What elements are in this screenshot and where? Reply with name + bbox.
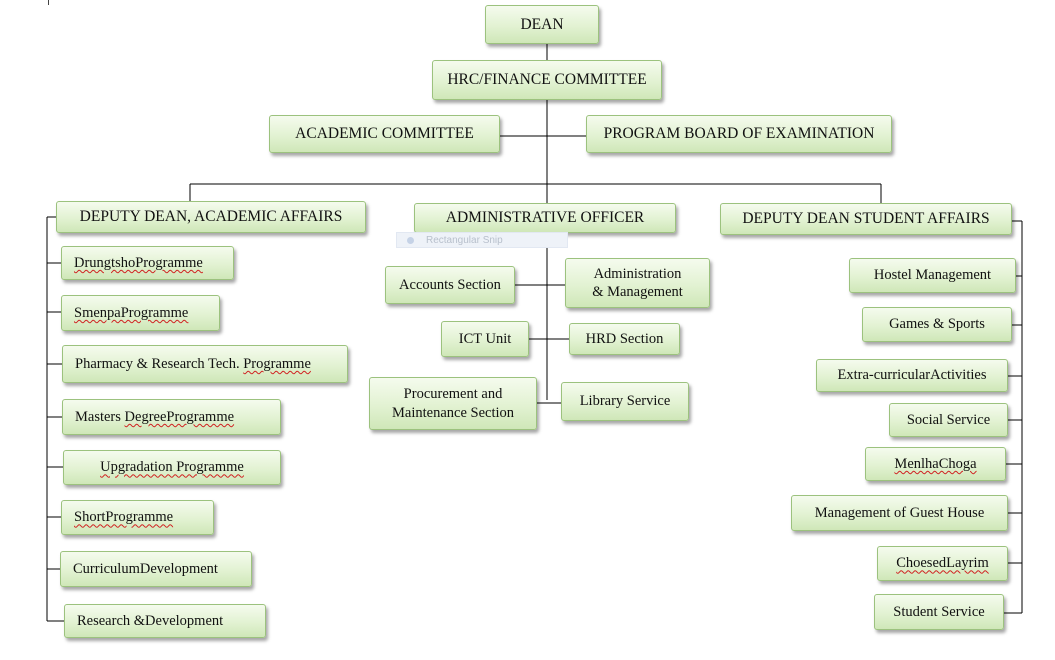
curriculum-label: CurriculumDevelopment: [73, 560, 218, 577]
administrative-officer-label: ADMINISTRATIVE OFFICER: [445, 209, 645, 227]
research-development-box: Research &Development: [64, 604, 266, 638]
deputy-dean-academic-box: DEPUTY DEAN, ACADEMIC AFFAIRS: [56, 201, 366, 233]
smenpa-programme-box: SmenpaProgramme: [61, 295, 220, 331]
extra-label: Extra-curricularActivities: [837, 367, 987, 384]
administration-line2: & Management: [592, 284, 683, 300]
hostel-management-box: Hostel Management: [849, 258, 1016, 293]
accounts-section-box: Accounts Section: [385, 266, 515, 304]
extra-curricular-box: Extra-curricularActivities: [816, 359, 1008, 392]
guest-house-label: Management of Guest House: [814, 504, 985, 521]
pharmacy-programme-box: Pharmacy & Research Tech. Programme: [62, 345, 348, 383]
hrd-label: HRD Section: [585, 330, 664, 347]
upgradation-programme-box: Upgradation Programme: [63, 450, 281, 485]
dean-box: DEAN: [485, 5, 599, 44]
hrc-label: HRC/FINANCE COMMITTEE: [447, 71, 647, 89]
academic-committee-box: ACADEMIC COMMITTEE: [269, 115, 500, 153]
upgradation-label: Upgradation Programme: [100, 459, 244, 476]
masters-degree-box: Masters DegreeProgramme: [62, 399, 281, 435]
rectangular-snip-overlay: Rectangular Snip: [396, 232, 568, 248]
program-board-label: PROGRAM BOARD OF EXAMINATION: [603, 125, 875, 143]
academic-committee-label: ACADEMIC COMMITTEE: [295, 125, 474, 143]
procurement-line2: Maintenance Section: [392, 404, 514, 421]
pharmacy-label: Pharmacy & Research Tech. Programme: [75, 355, 311, 373]
administration-label: Administration & Management: [592, 265, 683, 301]
masters-label-part2: DegreeProgramme: [124, 408, 235, 425]
menlha-label: MenlhaChoga: [894, 455, 977, 472]
student-service-box: Student Service: [874, 594, 1004, 630]
hrc-finance-committee-box: HRC/FINANCE COMMITTEE: [432, 60, 662, 100]
masters-label: Masters DegreeProgramme: [75, 408, 234, 426]
social-service-box: Social Service: [889, 403, 1008, 437]
masters-label-part1: Masters: [75, 408, 125, 425]
accounts-label: Accounts Section: [399, 276, 501, 293]
smenpa-label: SmenpaProgramme: [74, 304, 189, 321]
social-label: Social Service: [906, 411, 991, 428]
hrd-section-box: HRD Section: [569, 323, 680, 355]
choesed-label: ChoesedLayrim: [896, 555, 989, 572]
games-sports-box: Games & Sports: [862, 307, 1012, 342]
student-service-label: Student Service: [893, 603, 985, 620]
snip-label: Rectangular Snip: [426, 234, 503, 246]
procurement-line1: Procurement and: [403, 386, 503, 403]
deputy-dean-academic-label: DEPUTY DEAN, ACADEMIC AFFAIRS: [79, 208, 343, 226]
short-programme-label: ShortProgramme: [74, 509, 174, 526]
snip-icon: [407, 236, 414, 244]
games-label: Games & Sports: [889, 316, 985, 333]
program-board-box: PROGRAM BOARD OF EXAMINATION: [586, 115, 892, 153]
research-label: Research &Development: [77, 612, 224, 629]
guest-house-box: Management of Guest House: [791, 495, 1008, 531]
library-label: Library Service: [579, 393, 671, 410]
deputy-dean-student-box: DEPUTY DEAN STUDENT AFFAIRS: [720, 203, 1012, 235]
choesed-layrim-box: ChoesedLayrim: [877, 546, 1008, 581]
cursor-mark: [48, 0, 49, 5]
ict-label: ICT Unit: [458, 330, 512, 347]
dean-label: DEAN: [520, 15, 564, 33]
administration-line1: Administration: [593, 265, 682, 282]
pharmacy-label-part1: Pharmacy & Research Tech.: [75, 355, 244, 372]
curriculum-development-box: CurriculumDevelopment: [60, 551, 252, 587]
pharmacy-label-part2: Programme: [243, 355, 311, 372]
hostel-label: Hostel Management: [873, 267, 992, 284]
short-programme-box: ShortProgramme: [61, 500, 214, 535]
ict-unit-box: ICT Unit: [441, 321, 529, 357]
administration-management-box: Administration & Management: [565, 258, 710, 308]
administrative-officer-box: ADMINISTRATIVE OFFICER: [414, 203, 676, 233]
drungtsho-programme-box: DrungtshoProgramme: [61, 246, 234, 280]
deputy-dean-student-label: DEPUTY DEAN STUDENT AFFAIRS: [742, 210, 990, 228]
menlha-choga-box: MenlhaChoga: [865, 447, 1006, 481]
library-service-box: Library Service: [561, 382, 689, 421]
drungtsho-label: DrungtshoProgramme: [74, 254, 203, 271]
